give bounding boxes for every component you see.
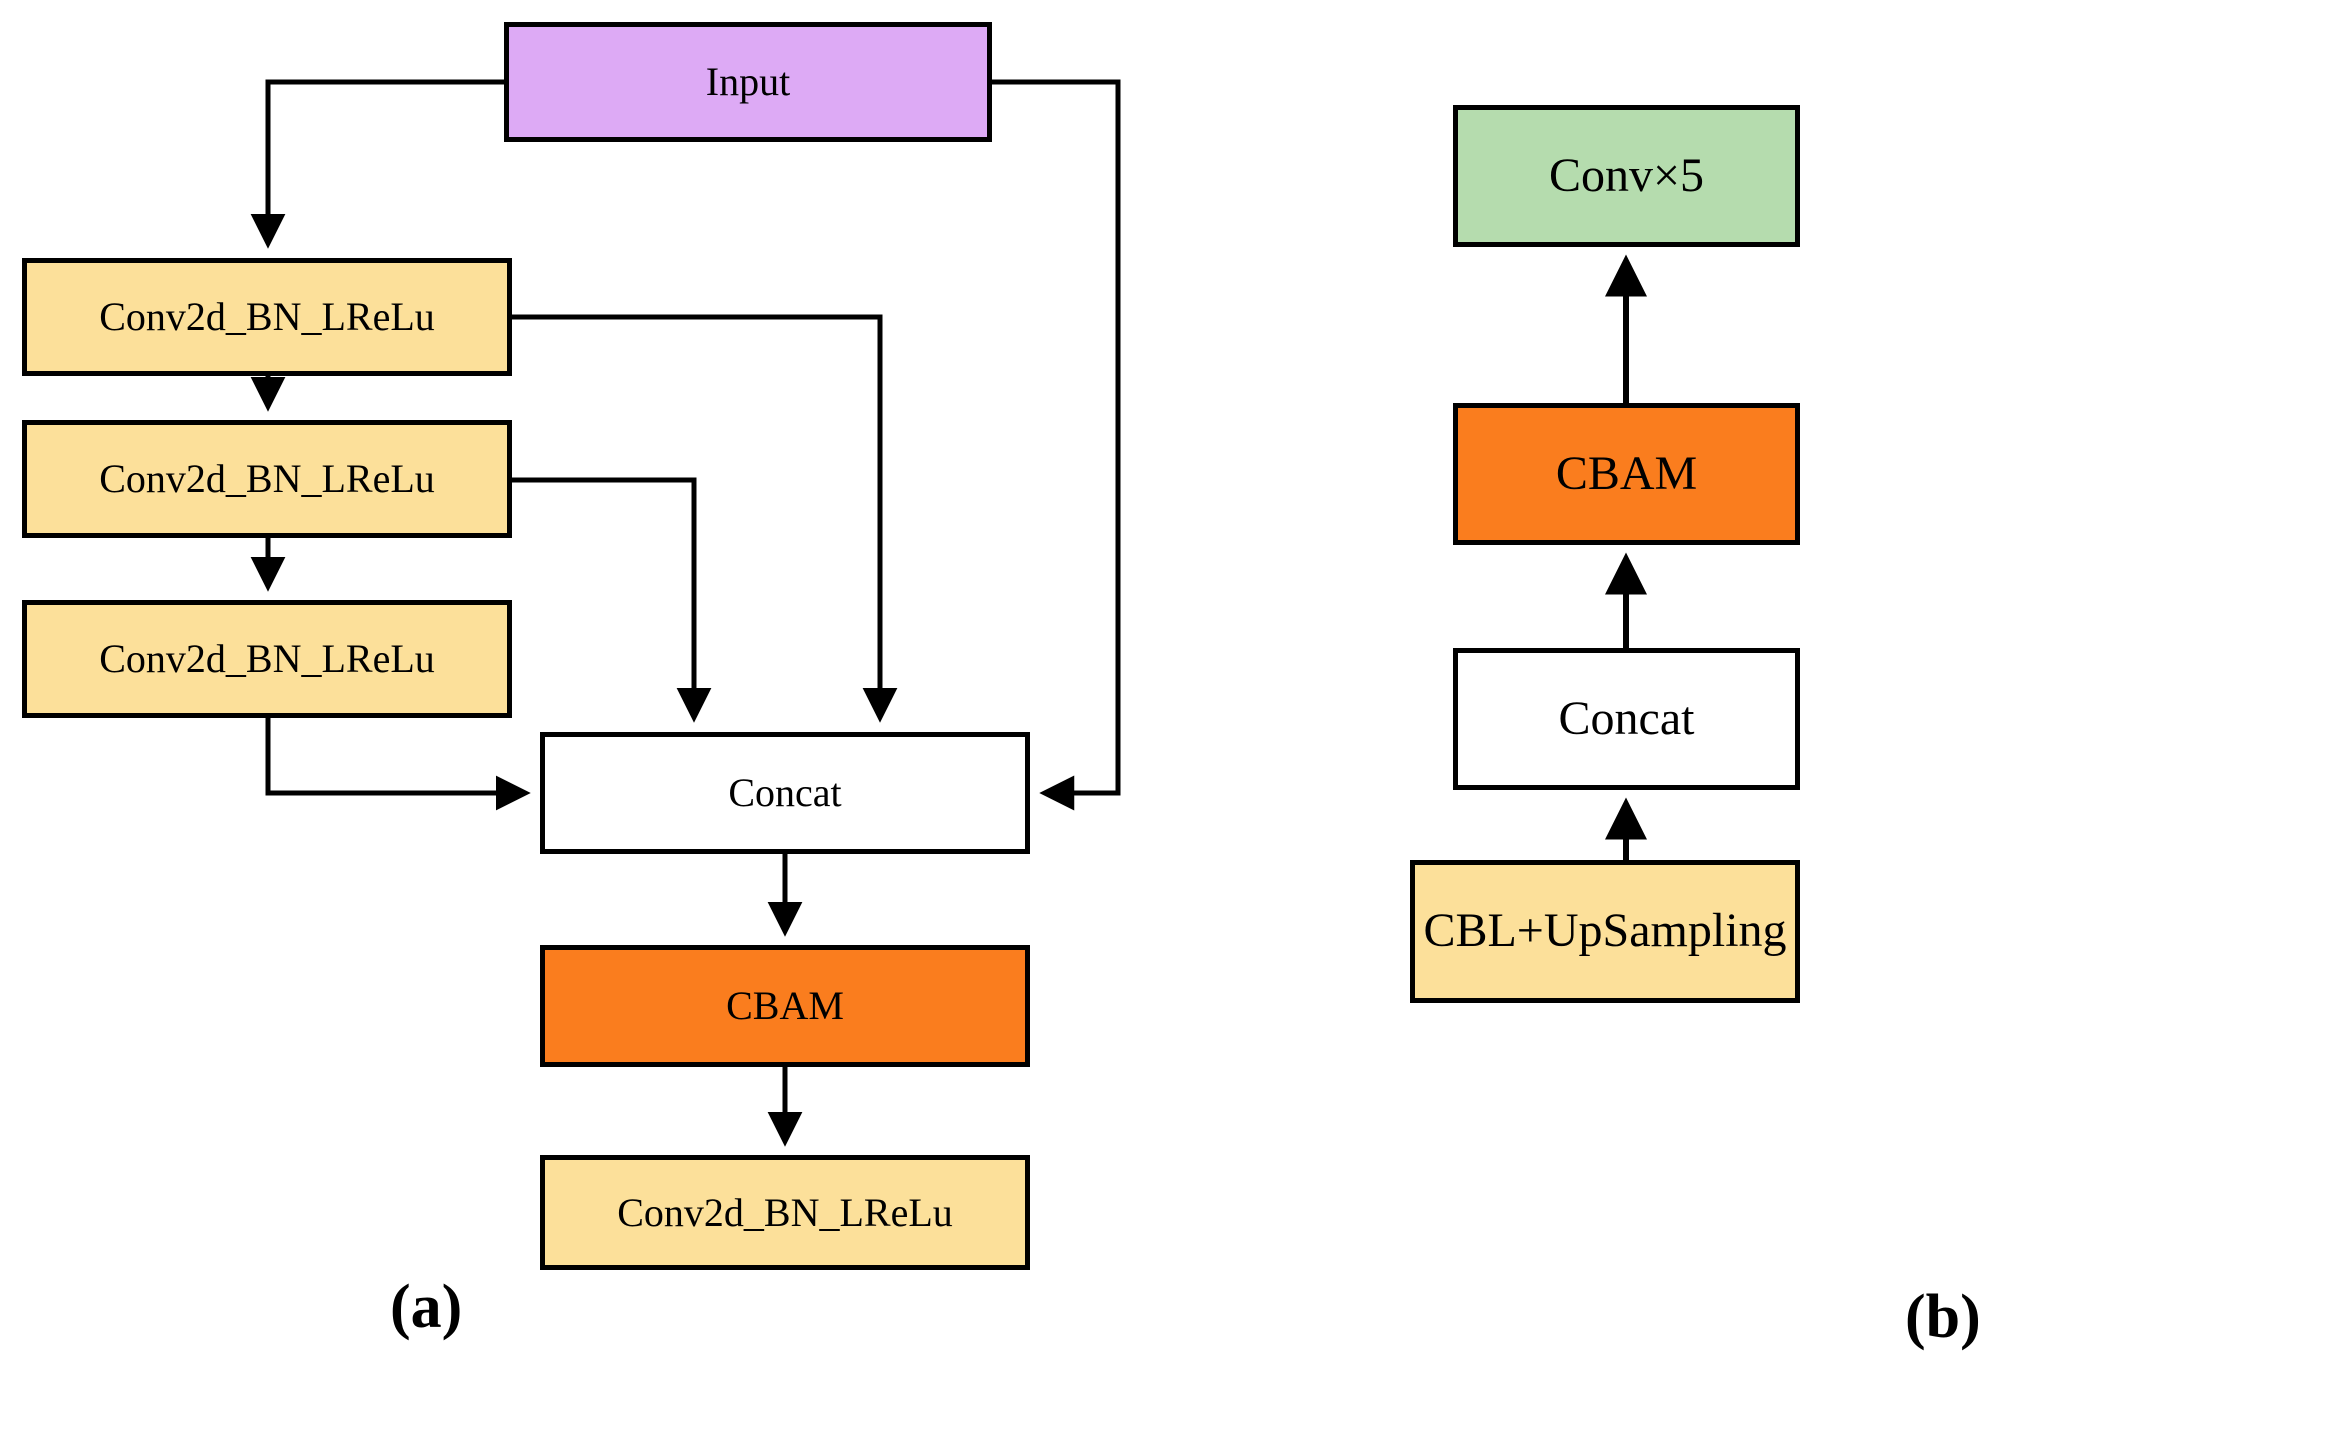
node-conv2d-bn-lrelu-1-label: Conv2d_BN_LReLu [99, 294, 435, 339]
node-conv2d-bn-lrelu-1[interactable]: Conv2d_BN_LReLu [22, 258, 512, 376]
edge-conv2-to-concat [512, 477, 712, 723]
node-conv2d-bn-lrelu-2[interactable]: Conv2d_BN_LReLu [22, 420, 512, 538]
node-cbam-b[interactable]: CBAM [1453, 403, 1800, 545]
node-conv2d-bn-lrelu-4-label: Conv2d_BN_LReLu [617, 1189, 953, 1235]
node-conv-x5-label: Conv×5 [1548, 148, 1705, 202]
edge-conv3-to-concat [265, 718, 531, 811]
node-cbl-upsampling[interactable]: CBL+UpSampling [1410, 860, 1800, 1003]
node-concat-b-label: Concat [1558, 691, 1695, 745]
node-cbl-upsampling-label: CBL+UpSampling [1423, 904, 1787, 958]
edge-conv1-to-concat [512, 314, 898, 723]
edge-input-to-conv1 [250, 79, 504, 249]
panel-caption-b: (b) [1905, 1283, 1981, 1351]
node-conv2d-bn-lrelu-3[interactable]: Conv2d_BN_LReLu [22, 600, 512, 718]
panel-caption-a: (a) [390, 1273, 463, 1341]
node-input-label: Input [705, 59, 791, 104]
node-conv-x5[interactable]: Conv×5 [1453, 105, 1800, 247]
node-input[interactable]: Input [504, 22, 992, 142]
node-cbam-b-label: CBAM [1555, 446, 1698, 500]
node-cbam-a[interactable]: CBAM [540, 945, 1030, 1067]
node-concat-a[interactable]: Concat [540, 732, 1030, 854]
node-conv2d-bn-lrelu-2-label: Conv2d_BN_LReLu [99, 456, 435, 501]
edge-input-to-concat [992, 79, 1121, 811]
node-cbam-a-label: CBAM [726, 983, 844, 1028]
node-conv2d-bn-lrelu-4[interactable]: Conv2d_BN_LReLu [540, 1155, 1030, 1270]
node-concat-a-label: Concat [728, 770, 842, 815]
node-concat-b[interactable]: Concat [1453, 648, 1800, 790]
panel-a-edges [250, 79, 1121, 1147]
node-conv2d-bn-lrelu-3-label: Conv2d_BN_LReLu [99, 636, 435, 681]
